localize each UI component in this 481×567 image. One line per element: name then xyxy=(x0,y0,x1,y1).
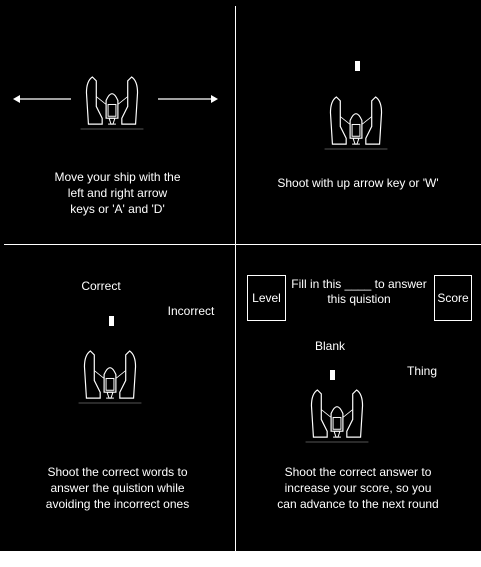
spaceship-icon xyxy=(78,350,142,404)
score-instructions: Shoot the correct answer to increase you… xyxy=(240,464,476,512)
move-instructions: Move your ship with the left and right a… xyxy=(10,169,225,217)
caption-line: increase your score, so you xyxy=(284,481,432,495)
caption-line: keys or 'A' and 'D' xyxy=(70,202,165,216)
bullet xyxy=(355,61,360,71)
score-box: Score xyxy=(434,275,472,321)
spaceship-icon xyxy=(80,76,144,130)
caption-line: Shoot the correct words to xyxy=(47,465,188,479)
bullet xyxy=(109,316,114,326)
horizontal-divider xyxy=(4,244,481,245)
arrow-right-icon xyxy=(158,95,218,103)
caption-line: Move your ship with the xyxy=(54,170,181,184)
caption-line: Shoot the correct answer to xyxy=(284,465,432,479)
caption-line: avoiding the incorrect ones xyxy=(45,497,190,511)
question-line: Fill in this ____ to answer xyxy=(291,277,427,291)
word-correct: Correct xyxy=(81,279,121,293)
vertical-divider xyxy=(235,6,236,551)
level-box: Level xyxy=(247,275,286,321)
word-incorrect: Incorrect xyxy=(167,304,215,318)
word-blank: Blank xyxy=(314,339,346,353)
spaceship-icon xyxy=(324,96,388,150)
caption-line: answer the quistion while xyxy=(50,481,185,495)
caption-line: can advance to the next round xyxy=(277,497,439,511)
question-text: Fill in this ____ to answer this quistio… xyxy=(286,277,432,307)
game-tutorial-board: Move your ship with the left and right a… xyxy=(0,0,481,551)
arrow-left-icon xyxy=(13,95,71,103)
word-thing: Thing xyxy=(406,364,438,378)
caption-line: left and right arrow xyxy=(67,186,168,200)
question-line: this quistion xyxy=(327,292,391,306)
shoot-instructions: Shoot with up arrow key or 'W' xyxy=(277,176,439,190)
bullet xyxy=(330,370,335,380)
spaceship-icon xyxy=(305,389,369,443)
targets-instructions: Shoot the correct words to answer the qu… xyxy=(10,464,225,512)
